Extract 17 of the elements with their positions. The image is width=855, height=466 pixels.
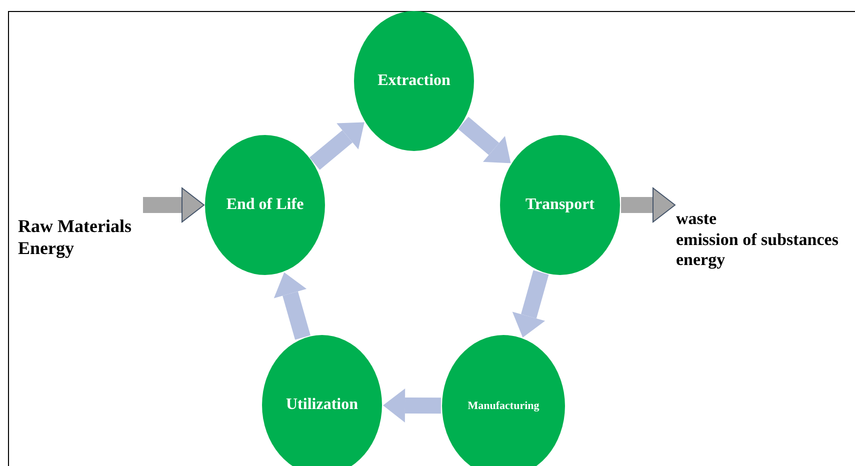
block-arrow	[310, 122, 364, 170]
flow-label: Energy	[18, 238, 75, 260]
stage-label: Utilization	[286, 395, 358, 415]
block-arrow	[458, 116, 511, 164]
stage-label: Transport	[525, 195, 595, 215]
flow-label: energy	[676, 250, 726, 271]
block-arrow	[621, 188, 676, 222]
stage-label: End of Life	[226, 195, 304, 215]
flow-label: Raw Materials	[18, 216, 132, 238]
stage-label: Extraction	[378, 71, 450, 91]
flow-label: waste	[676, 209, 718, 230]
stage-label: Manufacturing	[468, 398, 540, 414]
block-arrow	[512, 270, 549, 338]
block-arrow	[383, 388, 442, 422]
block-arrow	[143, 188, 204, 222]
flow-label: emission of substances	[676, 230, 840, 250]
block-arrow	[274, 272, 310, 340]
